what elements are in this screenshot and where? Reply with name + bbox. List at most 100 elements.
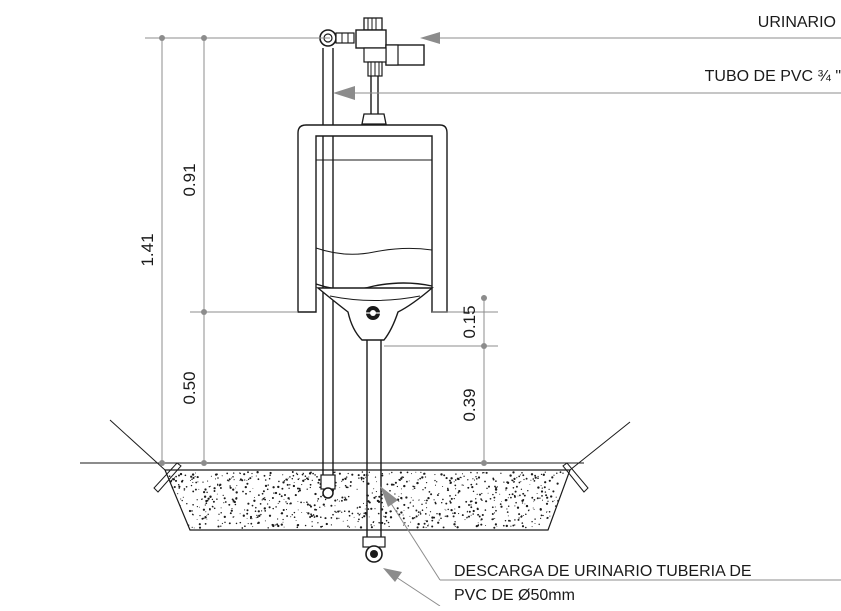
concrete-speckle	[325, 522, 328, 526]
concrete-speckle	[249, 515, 253, 519]
concrete-speckle	[425, 499, 428, 502]
concrete-speckle	[219, 487, 222, 489]
concrete-speckle	[335, 517, 338, 520]
concrete-speckle	[348, 526, 350, 528]
concrete-speckle	[544, 491, 547, 493]
concrete-speckle	[239, 479, 241, 481]
concrete-speckle	[227, 479, 229, 482]
concrete-speckle	[362, 477, 365, 480]
concrete-speckle	[330, 504, 333, 507]
concrete-speckle	[338, 472, 341, 475]
concrete-speckle	[246, 482, 249, 485]
dim-outlet-height: 0.39	[460, 388, 479, 421]
concrete-speckle	[450, 508, 453, 512]
concrete-speckle	[532, 478, 535, 480]
concrete-speckle	[468, 510, 471, 513]
concrete-speckle	[347, 472, 349, 475]
concrete-speckle	[371, 492, 373, 494]
concrete-speckle	[454, 494, 457, 497]
concrete-speckle	[300, 501, 302, 504]
concrete-speckle	[458, 505, 461, 509]
concrete-speckle	[444, 515, 446, 517]
concrete-speckle	[170, 481, 172, 483]
label-descarga-line1: DESCARGA DE URINARIO TUBERIA DE	[454, 563, 752, 580]
concrete-speckle	[520, 488, 523, 490]
concrete-speckle	[505, 524, 508, 528]
concrete-speckle	[556, 482, 559, 485]
concrete-speckle	[311, 525, 313, 527]
concrete-speckle	[247, 502, 250, 505]
concrete-speckle	[404, 522, 406, 524]
concrete-speckle	[436, 494, 439, 497]
concrete-speckle	[244, 479, 246, 481]
concrete-speckle	[304, 478, 306, 481]
concrete-speckle	[317, 522, 319, 524]
concrete-speckle	[263, 474, 266, 477]
concrete-speckle	[500, 472, 502, 474]
concrete-speckle	[220, 525, 222, 527]
concrete-speckle	[386, 483, 389, 486]
concrete-speckle	[446, 489, 450, 492]
concrete-speckle	[246, 512, 249, 515]
concrete-speckle	[449, 500, 451, 503]
concrete-speckle	[542, 473, 545, 476]
concrete-speckle	[464, 519, 466, 521]
concrete-speckle	[549, 515, 551, 517]
concrete-speckle	[356, 488, 358, 490]
concrete-speckle	[341, 496, 344, 499]
concrete-speckle	[298, 487, 301, 490]
concrete-speckle	[186, 502, 188, 505]
concrete-speckle	[188, 509, 192, 513]
concrete-speckle	[280, 495, 283, 498]
concrete-speckle	[368, 516, 370, 518]
concrete-speckle	[343, 498, 346, 501]
concrete-speckle	[242, 490, 244, 493]
concrete-speckle	[198, 526, 202, 529]
concrete-speckle	[462, 484, 464, 486]
concrete-speckle	[194, 476, 196, 478]
concrete-speckle	[247, 471, 249, 474]
concrete-speckle	[229, 512, 232, 515]
concrete-speckle	[347, 495, 350, 498]
concrete-speckle	[302, 473, 305, 475]
concrete-speckle	[275, 524, 277, 526]
concrete-speckle	[534, 474, 537, 477]
concrete-speckle	[491, 518, 494, 521]
concrete-speckle	[278, 480, 280, 483]
concrete-speckle	[292, 484, 296, 488]
concrete-speckle	[489, 497, 492, 500]
concrete-speckle	[283, 526, 285, 528]
concrete-speckle	[405, 496, 408, 499]
concrete-speckle	[217, 525, 220, 528]
concrete-speckle	[428, 514, 430, 516]
concrete-speckle	[509, 474, 512, 477]
concrete-speckle	[244, 485, 247, 489]
concrete-speckle	[445, 509, 447, 511]
concrete-speckle	[389, 516, 393, 519]
concrete-speckle	[512, 486, 515, 489]
concrete-speckle	[261, 499, 263, 501]
concrete-speckle	[348, 514, 351, 517]
concrete-speckle	[282, 521, 284, 523]
concrete-speckle	[373, 488, 375, 490]
concrete-speckle	[357, 520, 359, 523]
concrete-speckle	[390, 483, 394, 486]
concrete-speckle	[344, 484, 347, 487]
concrete-speckle	[477, 524, 479, 527]
concrete-speckle	[410, 501, 412, 503]
concrete-speckle	[420, 471, 422, 473]
concrete-speckle	[456, 526, 459, 529]
concrete-speckle	[546, 511, 548, 513]
concrete-speckle	[398, 495, 400, 497]
leader-tubo-pvc	[333, 86, 841, 100]
concrete-speckle	[396, 507, 399, 510]
concrete-speckle	[424, 520, 426, 522]
concrete-speckle	[457, 491, 460, 494]
concrete-speckle	[493, 526, 496, 529]
concrete-speckle	[252, 488, 254, 490]
concrete-speckle	[188, 524, 190, 526]
concrete-speckle	[494, 488, 498, 491]
concrete-speckle	[449, 501, 452, 504]
concrete-speckle	[203, 495, 207, 498]
concrete-speckle	[484, 472, 486, 474]
